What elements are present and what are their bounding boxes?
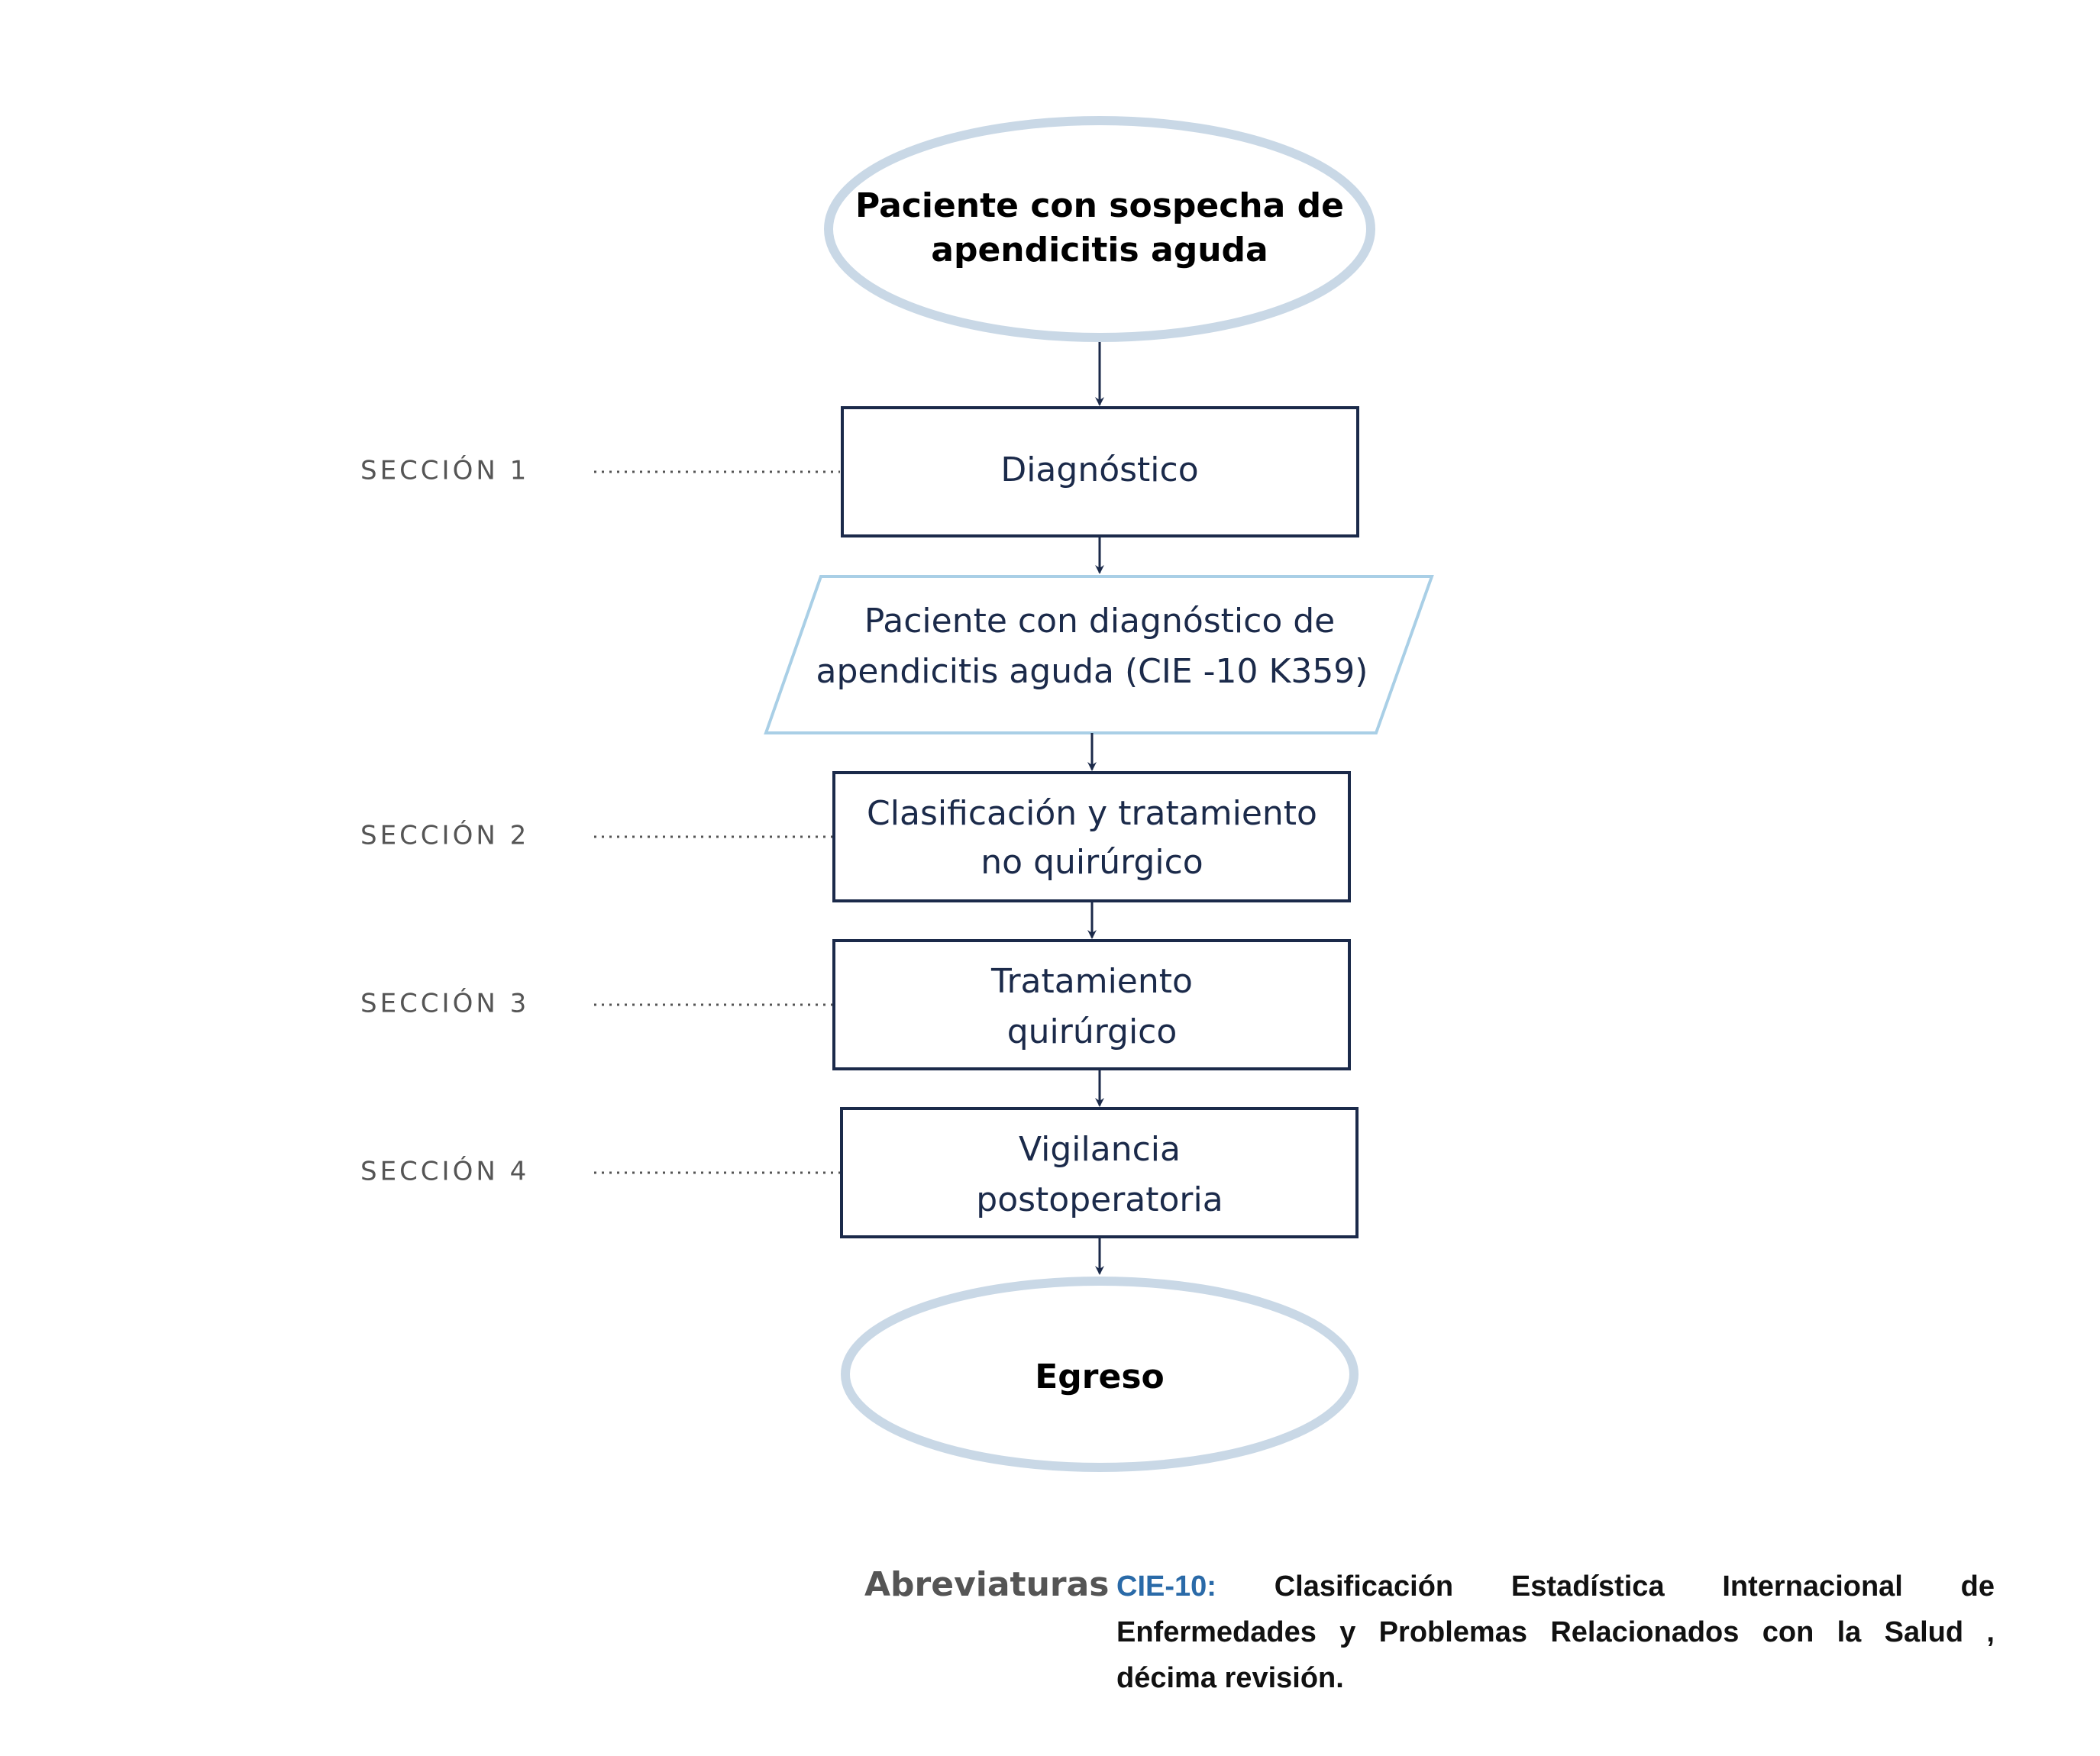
abbreviations-body: CIE-10: Clasificación Estadística Intern… bbox=[1116, 1564, 1995, 1701]
vigilancia-line2: postoperatoria bbox=[976, 1180, 1223, 1219]
abbreviations-title: Abreviaturas bbox=[864, 1565, 1110, 1604]
start-terminal bbox=[824, 116, 1375, 342]
egreso-label: Egreso bbox=[1035, 1357, 1165, 1396]
section-3-label: SECCIÓN 3 bbox=[360, 988, 529, 1019]
tratamiento-line1: Tratamiento bbox=[990, 962, 1193, 1001]
clasificacion-box bbox=[832, 771, 1351, 902]
section-1-label: SECCIÓN 1 bbox=[360, 455, 529, 486]
tratamiento-box bbox=[832, 939, 1351, 1070]
paciente-diagnostico-data bbox=[764, 575, 1434, 734]
section-2-label: SECCIÓN 2 bbox=[360, 820, 529, 851]
clasificacion-line2: no quirúrgico bbox=[981, 843, 1203, 882]
vigilancia-line1: Vigilancia bbox=[1019, 1130, 1181, 1169]
abbreviation-key: CIE-10: bbox=[1116, 1570, 1216, 1603]
start-terminal-line2: apendicitis aguda bbox=[931, 231, 1268, 270]
tratamiento-line2: quirúrgico bbox=[1007, 1012, 1178, 1051]
start-terminal-line1: Paciente con sospecha de bbox=[855, 186, 1344, 225]
egreso-terminal bbox=[841, 1277, 1359, 1472]
section-4-label: SECCIÓN 4 bbox=[360, 1156, 529, 1187]
paciente-diagnostico-line2: apendicitis aguda (CIE -10 K359) bbox=[816, 652, 1368, 691]
diagnostico-label: Diagnóstico bbox=[1000, 450, 1198, 489]
abbreviation-definition: Clasificación Estadística Internacional … bbox=[1116, 1570, 1995, 1694]
clasificacion-line1: Clasificación y tratamiento bbox=[867, 794, 1317, 833]
vigilancia-box bbox=[840, 1107, 1359, 1238]
paciente-diagnostico-line1: Paciente con diagnóstico de bbox=[864, 602, 1336, 641]
